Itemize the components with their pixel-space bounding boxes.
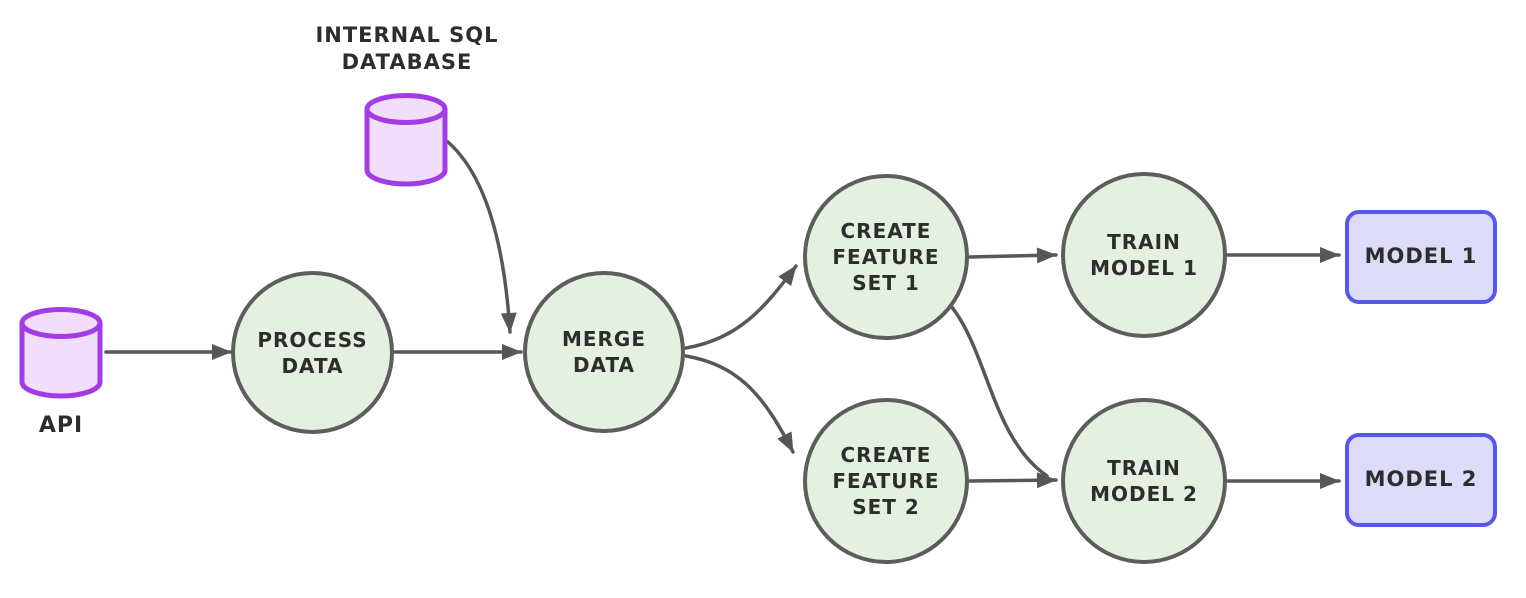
edge-merge-data-to-create-feature-set-1 xyxy=(684,264,798,350)
create-feature-set-2-label: CREATE FEATURE SET 2 xyxy=(832,443,940,519)
node-api-database[interactable] xyxy=(17,305,105,401)
train-model-2-label: TRAIN MODEL 2 xyxy=(1090,456,1198,506)
edge-sql-database-to-merge-data xyxy=(446,140,517,334)
edge-create-feature-set-1-to-train-model-2 xyxy=(949,304,1049,478)
create-feature-set-1-label: CREATE FEATURE SET 1 xyxy=(832,219,940,295)
internal-sql-database-label: INTERNAL SQL DATABASE xyxy=(315,23,499,75)
node-model-1[interactable]: MODEL 1 xyxy=(1345,210,1497,304)
node-train-model-2[interactable]: TRAIN MODEL 2 xyxy=(1061,398,1227,564)
node-model-2[interactable]: MODEL 2 xyxy=(1345,433,1497,527)
node-process-data[interactable]: PROCESS DATA xyxy=(231,271,394,434)
api-label: API xyxy=(38,413,84,438)
database-cylinder-icon xyxy=(364,93,448,187)
node-create-feature-set-1[interactable]: CREATE FEATURE SET 1 xyxy=(803,174,969,340)
merge-data-label: MERGE DATA xyxy=(561,327,647,377)
node-internal-sql-database[interactable] xyxy=(362,91,450,189)
database-cylinder-icon xyxy=(19,307,103,399)
process-data-label: PROCESS DATA xyxy=(257,327,368,378)
node-merge-data[interactable]: MERGE DATA xyxy=(523,271,685,433)
edge-merge-data-to-create-feature-set-2 xyxy=(684,354,795,454)
train-model-1-label: TRAIN MODEL 1 xyxy=(1090,230,1198,280)
model-2-label: MODEL 2 xyxy=(1364,467,1478,492)
node-train-model-1[interactable]: TRAIN MODEL 1 xyxy=(1061,172,1227,338)
edge-create-feature-set-2-to-train-model-2 xyxy=(967,472,1058,489)
edge-create-feature-set-1-to-train-model-1 xyxy=(967,247,1058,264)
model-1-label: MODEL 1 xyxy=(1364,244,1478,269)
node-create-feature-set-2[interactable]: CREATE FEATURE SET 2 xyxy=(803,398,969,564)
